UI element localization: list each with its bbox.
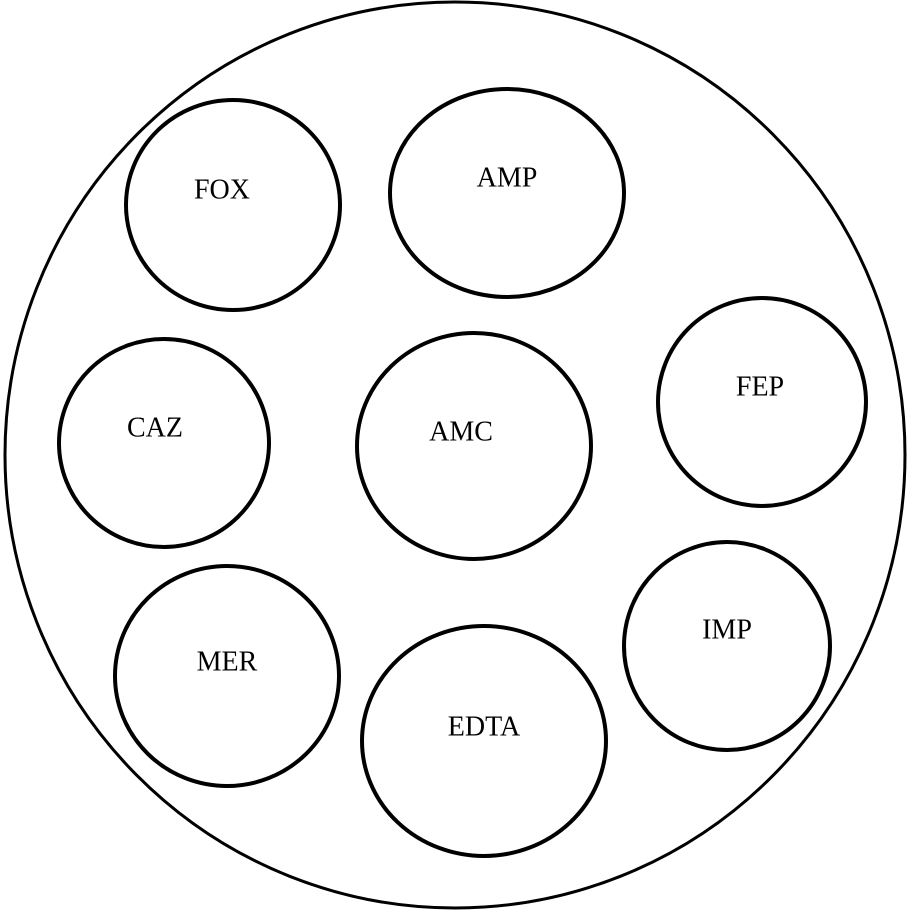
disc-amc-label: AMC [429,416,493,447]
disc-fox-label: FOX [194,174,250,205]
disc-imp-circle [622,540,832,752]
disc-mer-circle [113,564,341,788]
disc-amp-label: AMP [477,162,538,193]
disc-caz-circle [57,337,271,549]
disc-imp-label: IMP [702,614,752,645]
disc-fox-circle [124,98,342,312]
disc-fep-circle [656,296,868,508]
disc-amc-circle [355,331,593,561]
disc-fep: FEP [656,296,868,508]
disc-amp-circle [388,87,626,299]
disc-mer-label: MER [197,646,258,677]
disc-caz: CAZ [57,337,271,549]
disc-fox: FOX [124,98,342,312]
disc-amc: AMC [355,331,593,561]
disc-amp: AMP [388,87,626,299]
disc-imp: IMP [622,540,832,752]
disc-fep-label: FEP [736,371,784,402]
disc-caz-label: CAZ [127,412,183,443]
disc-mer: MER [113,564,341,788]
disc-edta-label: EDTA [448,711,521,742]
disc-edta-circle [360,624,608,858]
disc-edta: EDTA [360,624,608,858]
